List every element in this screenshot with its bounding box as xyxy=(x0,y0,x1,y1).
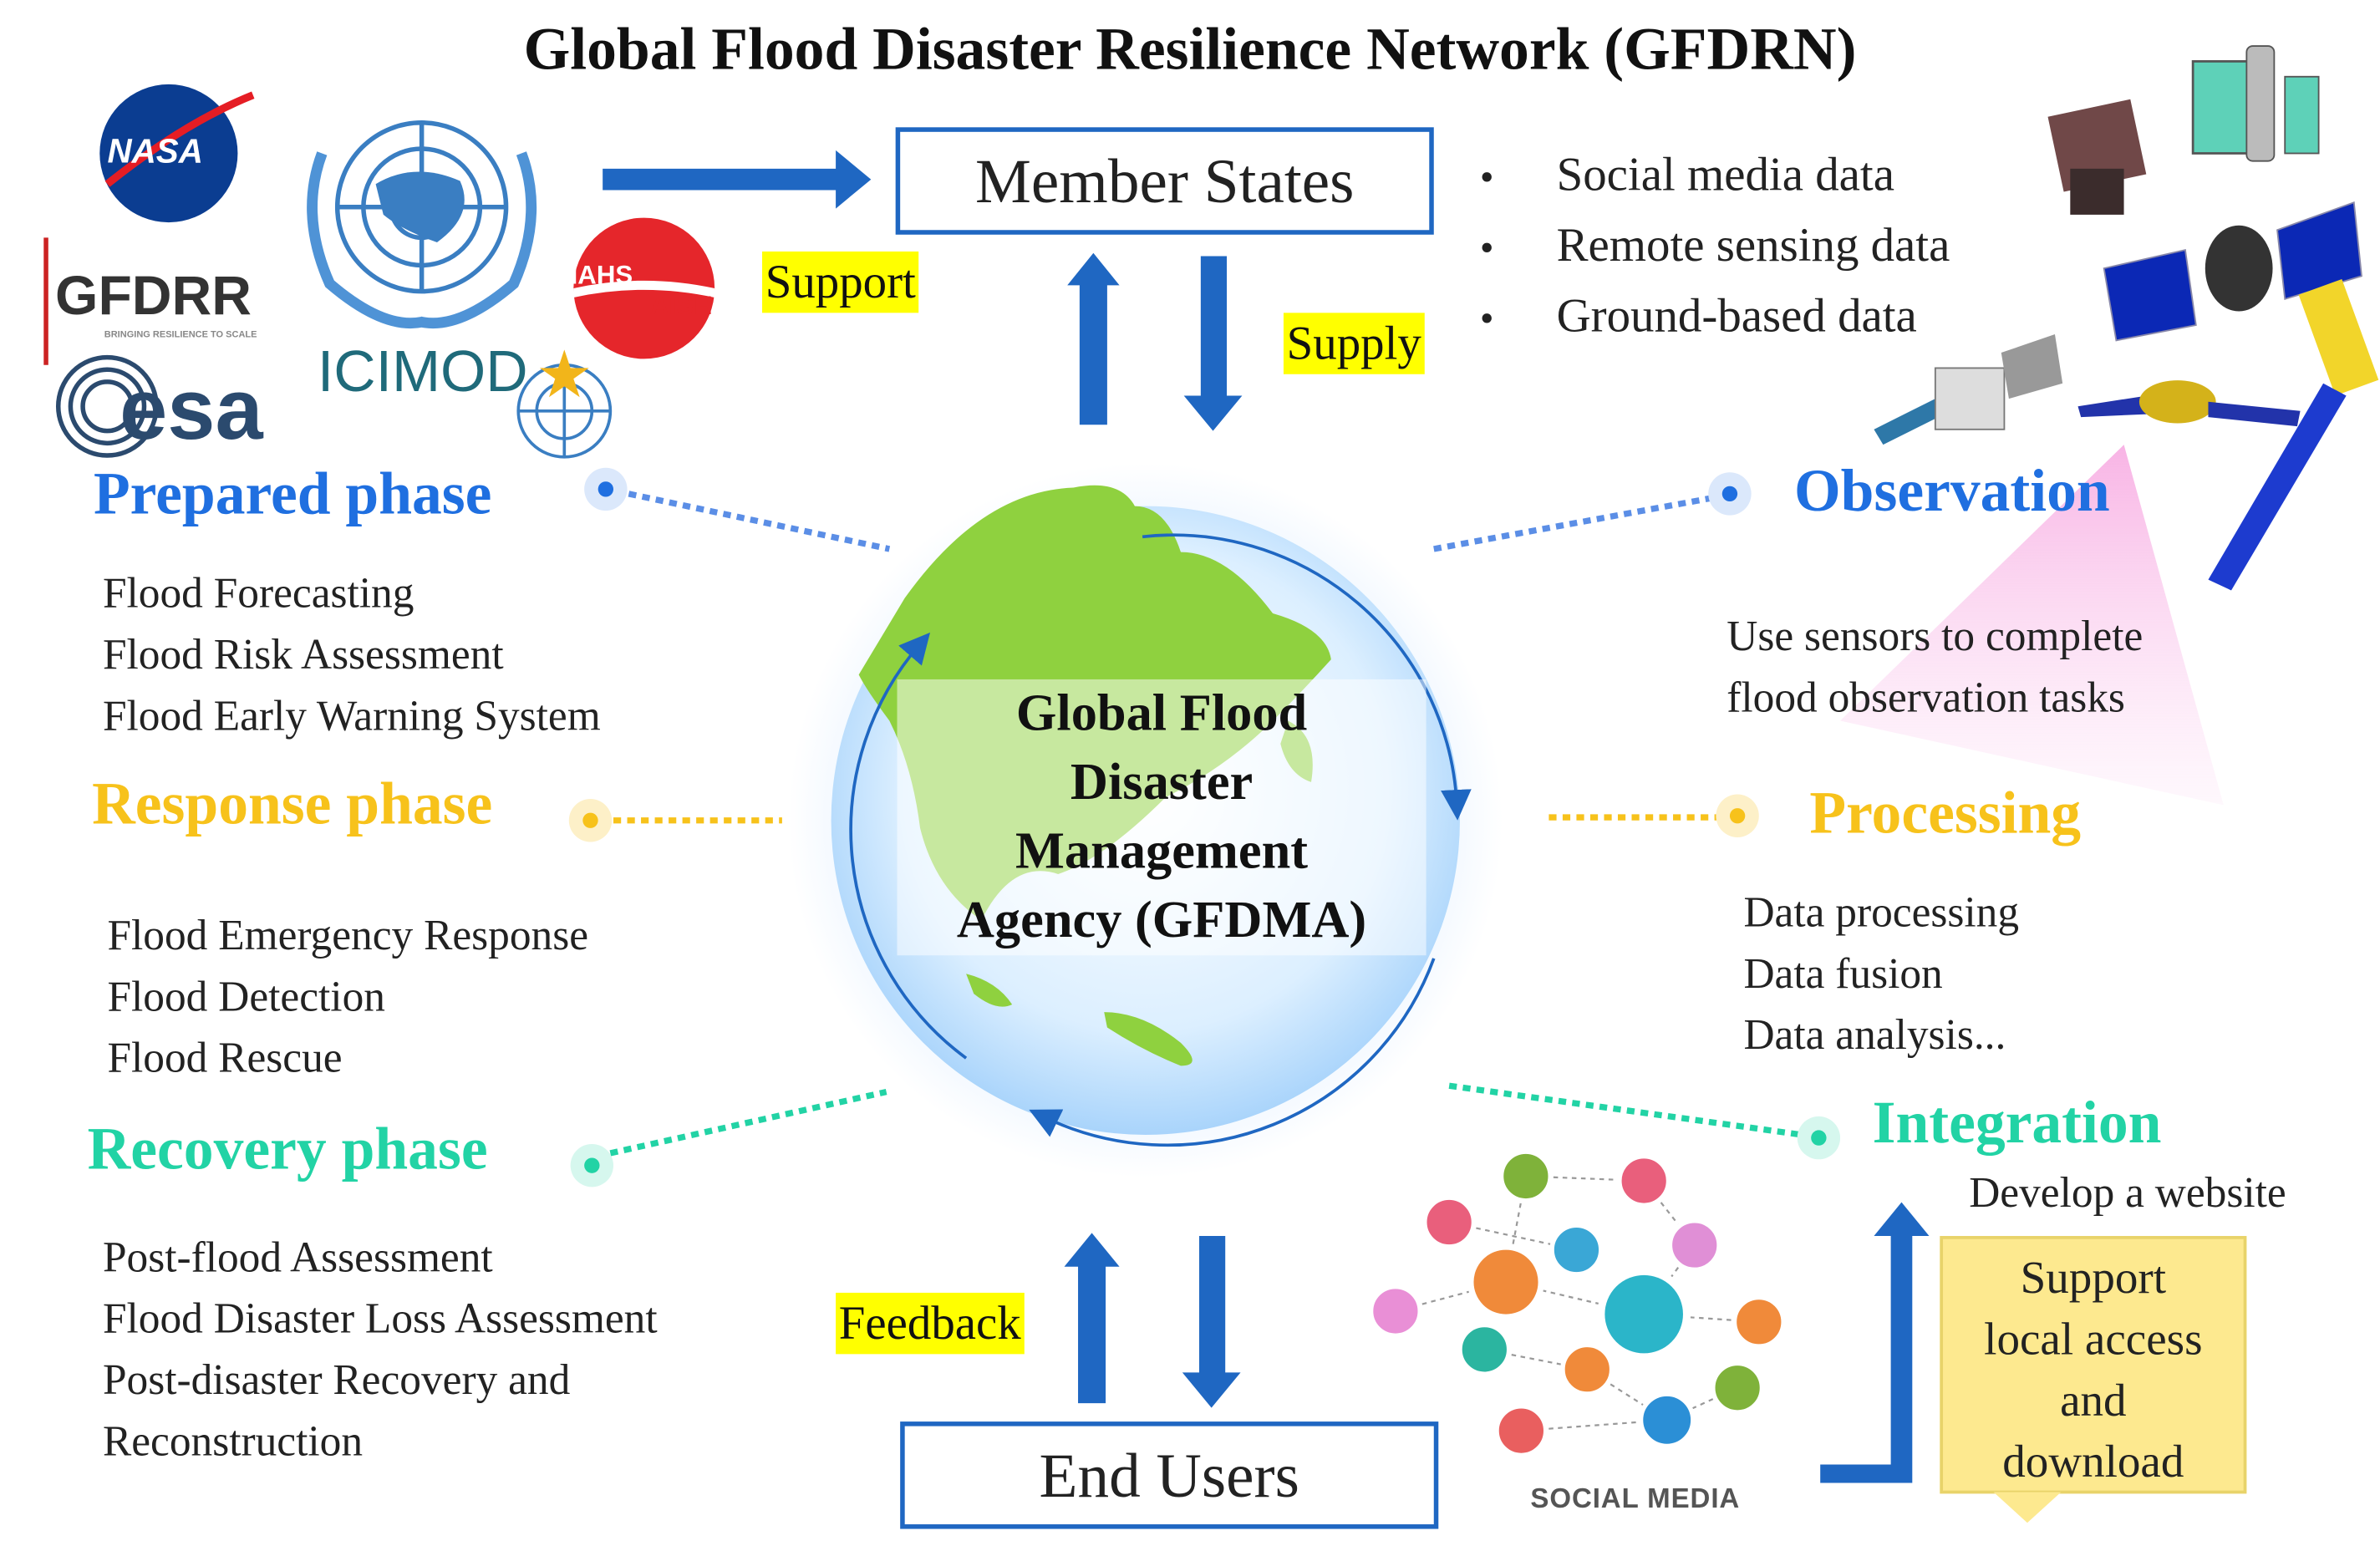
list-item: Post-flood Assessment xyxy=(102,1234,493,1283)
nasa-logo-icon xyxy=(99,84,255,223)
down-arrow-top xyxy=(1183,256,1243,431)
step-list-observation: Use sensors to complete flood observatio… xyxy=(1727,608,2143,730)
gfdrr-logo-subtitle: BRINGING RESILIENCE TO SCALE xyxy=(104,331,257,341)
website-box-line: local access xyxy=(1984,1314,2203,1365)
step-list-processing: Data processing Data fusion Data analysi… xyxy=(1743,883,2019,1067)
phase-title-prepared: Prepared phase xyxy=(93,461,492,528)
member-states-box: Member States xyxy=(895,127,1434,235)
google-plus-icon xyxy=(1732,1294,1786,1349)
list-item: flood observation tasks xyxy=(1727,674,2125,723)
data-source-item: Ground-based data xyxy=(1480,282,1950,353)
phase-title-response: Response phase xyxy=(92,771,493,837)
wmo-star-icon xyxy=(539,349,589,398)
phase-list-recovery: Post-flood Assessment Flood Disaster Los… xyxy=(103,1228,658,1474)
icimod-logo-text: ICIMOD xyxy=(317,340,528,405)
list-item: Data processing xyxy=(1743,889,2020,938)
phase-list-response: Flood Emergency Response Flood Detection… xyxy=(107,907,588,1091)
down-arrow-bottom xyxy=(1182,1236,1241,1408)
diagram-title: Global Flood Disaster Resilience Network… xyxy=(523,17,1857,84)
satellite-2-icon xyxy=(2047,99,2147,215)
esa-logo-text: esa xyxy=(120,360,263,457)
user-icon-1 xyxy=(1422,1195,1477,1249)
satellite-5-icon xyxy=(1874,334,2063,445)
iahs-logo-text: IAHS xyxy=(570,260,633,290)
social-media-logo-text: SOCIAL MEDIA xyxy=(1530,1482,1741,1514)
chat-icon xyxy=(1368,1284,1423,1339)
website-box-line: and xyxy=(2060,1376,2127,1426)
website-box-pointer xyxy=(1993,1492,2062,1523)
list-item: Flood Emergency Response xyxy=(107,912,589,960)
social-icons xyxy=(1368,1149,1786,1458)
list-item: Flood Rescue xyxy=(107,1035,343,1083)
website-box-line: Support xyxy=(2020,1253,2167,1304)
list-item: Develop a website xyxy=(1969,1170,2286,1218)
center-line: Management xyxy=(1015,823,1309,881)
user-icon-5 xyxy=(1560,1342,1615,1396)
data-source-item: Social media data xyxy=(1480,141,1950,211)
user-icon-4 xyxy=(1457,1322,1512,1376)
list-item: Use sensors to complete xyxy=(1727,613,2144,661)
step-title-processing: Processing xyxy=(1809,781,2082,847)
satellite-1-icon xyxy=(2191,45,2320,162)
center-line: Disaster xyxy=(1070,754,1254,811)
support-label: Support xyxy=(762,251,919,313)
up-arrow-bottom xyxy=(1064,1233,1120,1404)
step-title-integration: Integration xyxy=(1872,1090,2162,1157)
center-line: Agency (GFDMA) xyxy=(956,893,1367,949)
satellite-6-icon xyxy=(2077,380,2301,427)
website-box-line: download xyxy=(2002,1437,2184,1488)
supply-label: Supply xyxy=(1283,313,1425,374)
facebook-icon xyxy=(1638,1391,1696,1449)
iahs-logo-icon xyxy=(573,217,715,359)
phase-title-recovery: Recovery phase xyxy=(87,1116,488,1182)
data-source-item: Remote sensing data xyxy=(1480,211,1950,282)
center-line: Global Flood xyxy=(1015,685,1308,743)
phase-list-prepared: Flood Forecasting Flood Risk Assessment … xyxy=(103,564,601,748)
user-icon-3 xyxy=(1667,1218,1721,1273)
nasa-logo-text: NASA xyxy=(107,131,203,170)
pinterest-icon xyxy=(1467,1243,1544,1320)
island-indonesia xyxy=(1104,1012,1193,1066)
support-arrow xyxy=(603,150,872,209)
dribbble-icon xyxy=(1617,1153,1671,1208)
list-item: Flood Disaster Loss Assessment xyxy=(102,1295,658,1344)
satellite-icons xyxy=(1874,45,2379,591)
list-item: Reconstruction xyxy=(102,1418,364,1467)
step-list-integration: Develop a website xyxy=(1969,1164,2286,1225)
esa-logo-icon xyxy=(55,354,159,458)
list-item: Flood Detection xyxy=(107,974,385,1022)
user-icon-6 xyxy=(1710,1360,1765,1415)
island-borneo xyxy=(966,974,1013,1007)
step-title-observation: Observation xyxy=(1794,458,2110,525)
list-item: Flood Risk Assessment xyxy=(102,632,504,679)
user-icon-2 xyxy=(1549,1223,1604,1277)
gfdrr-logo-text: GFDRR xyxy=(55,263,252,327)
data-source-list: Social media data Remote sensing data Gr… xyxy=(1480,141,1950,353)
list-item: Flood Early Warning System xyxy=(102,693,601,741)
feedback-label: Feedback xyxy=(836,1292,1025,1355)
center-agency-label: Global Flood Disaster Management Agency … xyxy=(897,679,1426,956)
message-icon xyxy=(1494,1403,1549,1458)
list-item: Data analysis... xyxy=(1743,1012,2006,1060)
list-item: Post-disaster Recovery and xyxy=(102,1357,571,1405)
list-item: Data fusion xyxy=(1743,950,1943,999)
satellite-4-icon xyxy=(2208,278,2379,591)
list-item: Flood Forecasting xyxy=(102,570,414,618)
website-support-box: Support local access and download xyxy=(1940,1236,2247,1494)
twitter-icon xyxy=(1597,1267,1691,1361)
website-arrow xyxy=(1820,1202,1930,1483)
sensor-beam xyxy=(1840,445,2224,806)
satellite-3-icon xyxy=(2103,201,2362,342)
end-users-box: End Users xyxy=(900,1421,1439,1529)
up-arrow-top xyxy=(1067,252,1120,425)
vimeo-icon xyxy=(1498,1149,1553,1203)
aish-logo-text: AISH xyxy=(650,291,713,321)
